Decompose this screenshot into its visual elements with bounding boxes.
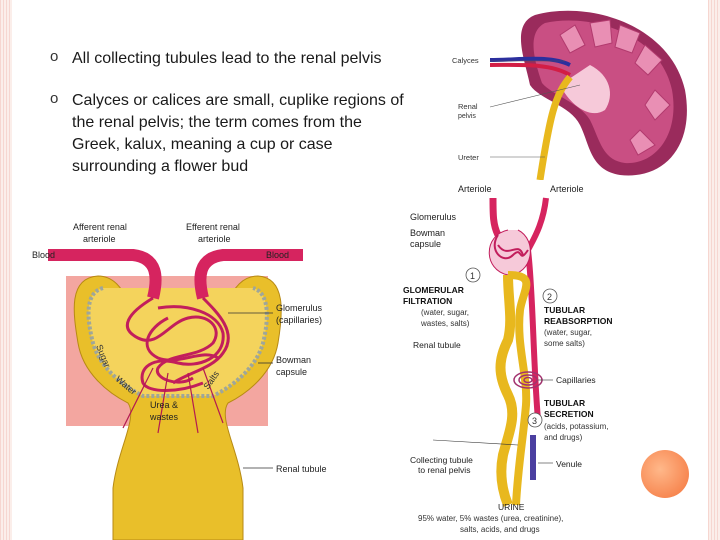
label-bowman-2: capsule (276, 367, 307, 377)
glomerulus-diagram: Afferent renal arteriole Efferent renal … (32, 222, 327, 540)
label-blood-left: Blood (32, 250, 55, 260)
bullet-item: o All collecting tubules lead to the ren… (50, 48, 405, 70)
label-afferent: Afferent renal (73, 222, 127, 232)
label-reabs-4: some salts) (544, 339, 585, 348)
label-venule: Venule (556, 459, 582, 469)
label-renal-pelvis: Renal (458, 102, 478, 111)
label-collecting: Collecting tubule (410, 455, 473, 465)
label-capillaries: (capillaries) (276, 315, 322, 325)
decorative-circle (641, 450, 689, 498)
label-calyces: Calyces (452, 56, 479, 65)
label-capillaries: Capillaries (556, 375, 596, 385)
label-urine-2: 95% water, 5% wastes (urea, creatinine), (418, 514, 563, 523)
label-reabs: TUBULAR (544, 305, 585, 315)
bullet-list: o All collecting tubules lead to the ren… (50, 48, 405, 198)
label-secr-4: and drugs) (544, 433, 583, 442)
label-secr-2: SECRETION (544, 409, 594, 419)
step-2-marker (542, 288, 558, 304)
label-blood-right: Blood (266, 250, 289, 260)
bullet-item: o Calyces or calices are small, cuplike … (50, 90, 405, 178)
label-secr: TUBULAR (544, 398, 585, 408)
step-3-marker (527, 412, 543, 428)
arteriole-in (489, 197, 502, 237)
label-filtration-2: FILTRATION (403, 296, 452, 306)
label-urine-3: salts, acids, and drugs (460, 525, 540, 534)
arteriole-out (524, 197, 549, 421)
label-efferent: Efferent renal (186, 222, 240, 232)
label-renal-tubule: Renal tubule (276, 464, 327, 474)
label-efferent-2: arteriole (198, 234, 231, 244)
bullet-marker: o (50, 48, 59, 65)
glomerulus-capillaries (493, 234, 529, 260)
renal-tubule (495, 274, 518, 507)
step-1-marker (465, 267, 481, 283)
collecting-tubule (507, 271, 531, 506)
bullet-text: All collecting tubules lead to the renal… (72, 50, 382, 67)
label-urea: Urea & (150, 400, 178, 410)
label-glomerulus: Glomerulus (410, 212, 457, 222)
nephron-diagram: 1 2 3 Arteriole Arteriole Glomerulus Bow… (403, 184, 612, 534)
label-reabs-2: REABSORPTION (544, 316, 612, 326)
bullet-marker: o (50, 90, 59, 107)
label-num3: 3 (532, 416, 537, 426)
label-reabs-3: (water, sugar, (544, 328, 592, 337)
label-glomerulus: Glomerulus (276, 303, 323, 313)
label-filtration-4: wastes, salts) (420, 319, 470, 328)
label-filtration-3: (water, sugar, (421, 308, 469, 317)
bullet-text: Calyces or calices are small, cuplike re… (72, 92, 404, 175)
label-ureter: Ureter (458, 153, 479, 162)
label-filtration: GLOMERULAR (403, 285, 464, 295)
label-secr-3: (acids, potassium, (544, 422, 608, 431)
label-arteriole-right: Arteriole (550, 184, 584, 194)
slide-border-left (0, 0, 12, 540)
kidney-diagram: Calyces Renal pelvis Ureter (452, 10, 687, 180)
label-renal-pelvis-2: pelvis (458, 113, 476, 120)
efferent-arteriole (194, 249, 303, 300)
label-afferent-2: arteriole (83, 234, 116, 244)
label-wastes: wastes (149, 412, 179, 422)
afferent-arteriole (48, 249, 162, 300)
slide-border-right (708, 0, 720, 540)
label-urine: URINE (498, 502, 525, 512)
glomerulus-capillaries (125, 296, 230, 392)
label-renal-tubule: Renal tubule (413, 340, 461, 350)
label-num2: 2 (547, 292, 552, 302)
label-arteriole-left: Arteriole (458, 184, 492, 194)
label-bowman: Bowman (410, 228, 445, 238)
label-capsule: capsule (410, 239, 441, 249)
label-bowman: Bowman (276, 355, 311, 365)
label-num1: 1 (470, 271, 475, 281)
label-collecting-2: to renal pelvis (418, 465, 470, 475)
